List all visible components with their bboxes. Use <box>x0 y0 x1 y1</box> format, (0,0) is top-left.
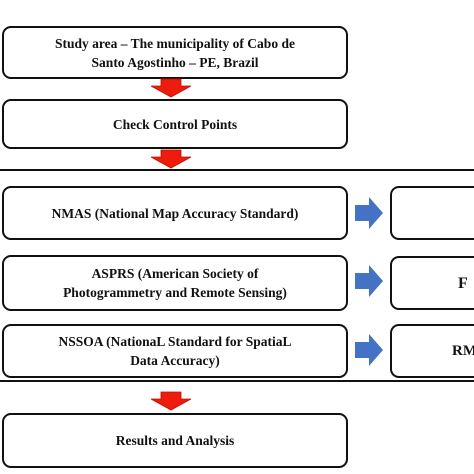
results-analysis-label: Results and Analysis <box>115 433 235 448</box>
nssoa-box: NSSOA (NationaL Standard for SpatiaL Dat… <box>2 324 348 378</box>
down-arrow-2 <box>150 149 192 169</box>
check-control-points-label: Check Control Points <box>112 116 238 132</box>
result-box-3-label: RM <box>452 342 474 359</box>
result-box-1 <box>390 186 474 240</box>
result-box-2-label: F <box>458 274 468 292</box>
results-analysis-box: Results and Analysis <box>2 413 348 468</box>
nmas-box: NMAS (National Map Accuracy Standard) <box>2 186 348 240</box>
frame-top-line <box>0 169 474 171</box>
frame-bottom-line <box>0 380 474 382</box>
check-control-points-box: Check Control Points <box>2 99 348 149</box>
asprs-box: ASPRS (American Society of Photogrammetr… <box>2 255 348 311</box>
nssoa-line1: NSSOA (NationaL Standard for SpatiaL <box>58 334 292 349</box>
study-area-line1: Study area – The municipality of Cabo de <box>55 35 295 51</box>
down-arrow-1 <box>150 78 192 98</box>
nssoa-line2: Data Accuracy) <box>130 353 220 368</box>
study-area-box: Study area – The municipality of Cabo de… <box>2 26 348 79</box>
asprs-line2: Photogrammetry and Remote Sensing) <box>63 285 287 300</box>
study-area-line2: Santo Agostinho – PE, Brazil <box>91 54 259 70</box>
result-box-2: F <box>390 256 474 310</box>
right-arrow-3 <box>355 334 383 366</box>
asprs-line1: ASPRS (American Society of <box>91 266 259 281</box>
result-box-3: RM <box>390 324 474 378</box>
down-arrow-3 <box>150 391 192 411</box>
right-arrow-1 <box>355 197 383 229</box>
nmas-label: NMAS (National Map Accuracy Standard) <box>51 205 299 221</box>
right-arrow-2 <box>355 265 383 297</box>
